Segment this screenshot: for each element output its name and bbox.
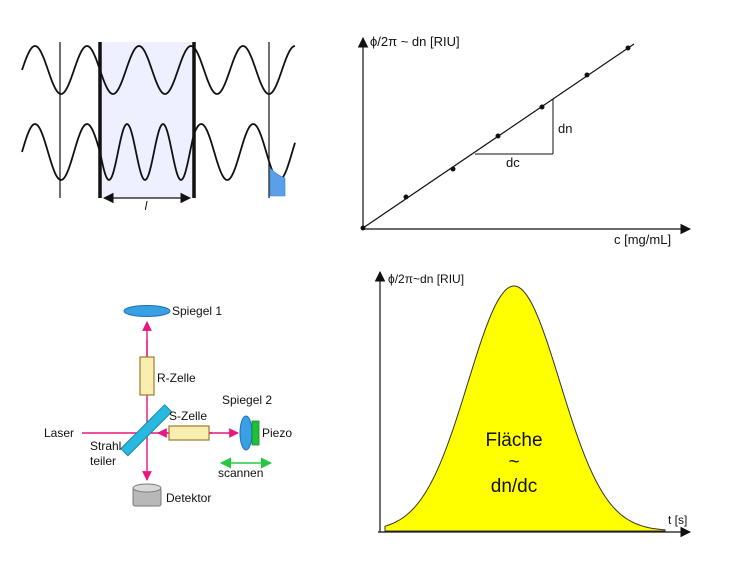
calibration-point xyxy=(625,45,631,51)
waves-panel: l xyxy=(21,42,296,213)
spiegel-1-mirror xyxy=(123,305,171,317)
piezo-element xyxy=(251,420,260,446)
area-text-line-2: ~ xyxy=(508,452,519,473)
dc-label: dc xyxy=(506,155,520,170)
detector-top xyxy=(132,483,162,493)
phase-shift-highlight xyxy=(269,167,286,197)
dn-label: dn xyxy=(558,121,572,136)
peak-x-label: t [s] xyxy=(668,513,687,527)
s-zelle-cell xyxy=(168,425,210,441)
interferometer-diagram: Spiegel 1 R-Zelle S-Zelle Spiegel 2 Piez… xyxy=(44,304,292,507)
area-text-line-1: Fläche xyxy=(485,430,542,451)
spiegel-2-mirror xyxy=(239,415,253,451)
calibration-point xyxy=(360,225,366,231)
detektor-label: Detektor xyxy=(166,491,211,505)
spiegel-1-label: Spiegel 1 xyxy=(172,304,222,318)
r-zelle-label: R-Zelle xyxy=(157,371,196,385)
teiler-label: teiler xyxy=(90,454,116,468)
reference-wave xyxy=(21,45,296,95)
spiegel-2-label: Spiegel 2 xyxy=(222,393,272,407)
calibration-point xyxy=(584,72,590,78)
calibration-point xyxy=(539,104,545,110)
calibration-x-label: c [mg/mL] xyxy=(614,232,671,247)
peak-chart: ϕ/2π~dn [RIU] t [s] Fläche ~ dn/dc xyxy=(374,270,692,538)
calibration-y-label: ϕ/2π ~ dn [RIU] xyxy=(370,34,460,49)
calibration-point xyxy=(450,166,456,172)
scannen-label: scannen xyxy=(218,466,263,480)
beam-splitter xyxy=(120,404,173,457)
calibration-point xyxy=(495,133,501,139)
s-zelle-label: S-Zelle xyxy=(169,409,207,423)
r-zelle-cell xyxy=(139,356,155,396)
length-label: l xyxy=(145,199,148,213)
piezo-label: Piezo xyxy=(262,426,292,440)
peak-area xyxy=(384,285,666,532)
laser-label: Laser xyxy=(44,426,74,440)
peak-y-label: ϕ/2π~dn [RIU] xyxy=(388,272,464,286)
area-text-line-3: dn/dc xyxy=(491,476,537,497)
sample-wave xyxy=(21,123,296,181)
calibration-point xyxy=(403,194,409,200)
strahl-label: Strahl xyxy=(90,439,121,453)
calibration-plot: ϕ/2π ~ dn [RIU] c [mg/mL] dn dc xyxy=(357,34,692,247)
